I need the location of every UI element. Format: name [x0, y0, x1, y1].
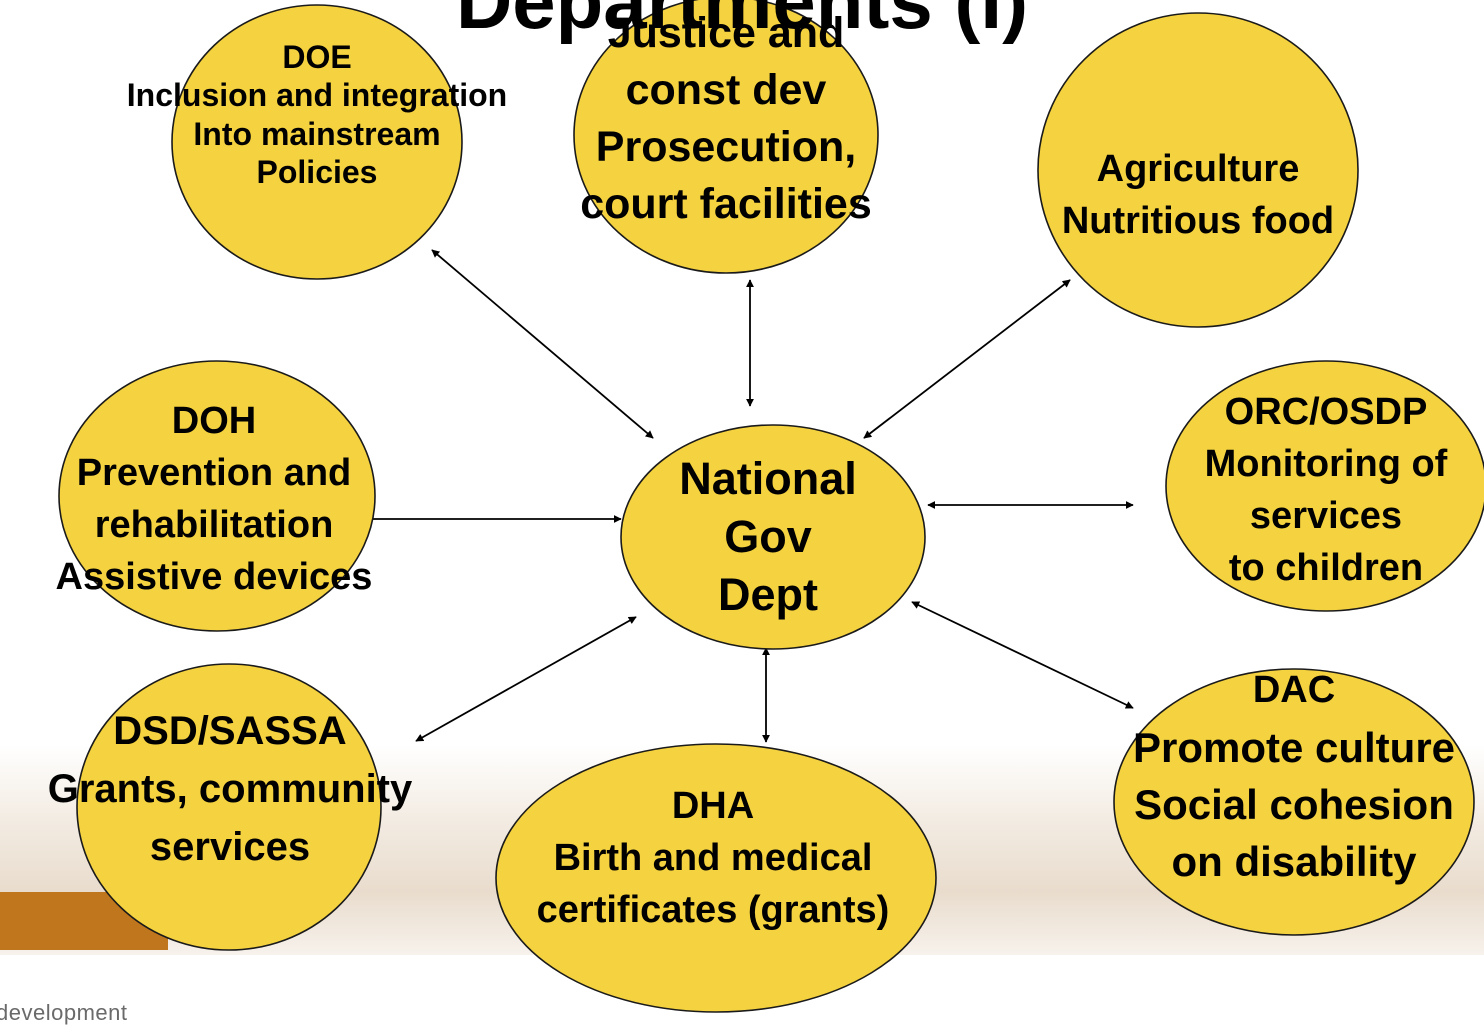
label-dac-line-3: Social cohesion	[1134, 781, 1454, 828]
label-agriculture-line-1: Agriculture	[1096, 148, 1300, 190]
connector-dsd	[415, 616, 637, 742]
label-doh-line-4: Assistive devices	[55, 556, 373, 598]
label-center: National Gov Dept	[568, 450, 968, 624]
label-justice: Justice and const dev Prosecution, court…	[476, 5, 976, 233]
node-dac	[1113, 668, 1475, 936]
label-orc-line-1: ORC/OSDP	[1224, 391, 1428, 433]
label-doh: DOH Prevention and rehabilitation Assist…	[0, 395, 464, 603]
connector-doe	[431, 249, 654, 439]
slide-title: Departments (I)	[455, 0, 1029, 45]
label-dha-line-3: certificates (grants)	[536, 889, 890, 931]
label-doe-line-3: Into mainstream	[193, 115, 441, 152]
label-orc: ORC/OSDP Monitoring of services to child…	[1126, 386, 1484, 594]
label-justice-line-1: Justice and	[607, 9, 845, 57]
node-dha	[495, 743, 937, 1013]
node-justice	[573, 0, 879, 274]
label-orc-line-4: to children	[1228, 547, 1424, 589]
label-dac-line-1: DAC	[1252, 669, 1336, 711]
label-dsd-line-2: Grants, community	[47, 767, 413, 811]
node-agriculture	[1037, 12, 1359, 328]
node-doe	[171, 4, 463, 280]
label-orc-line-3: services	[1249, 495, 1403, 537]
connector-agriculture	[863, 279, 1071, 439]
connector-dac	[911, 601, 1134, 709]
label-justice-line-4: court facilities	[580, 180, 872, 228]
label-dsd: DSD/SASSA Grants, community services	[0, 702, 460, 876]
label-doh-line-3: rehabilitation	[94, 504, 334, 546]
label-center-line-1: National	[679, 453, 857, 504]
node-center	[620, 424, 926, 650]
label-dsd-line-1: DSD/SASSA	[113, 709, 347, 753]
label-dac-line-4: on disability	[1171, 838, 1417, 885]
label-justice-line-2: const dev	[625, 66, 827, 114]
node-dsd	[76, 663, 382, 951]
label-dha-line-2: Birth and medical	[553, 837, 873, 879]
label-dsd-line-3: services	[149, 825, 311, 869]
label-center-line-2: Gov	[724, 511, 812, 562]
label-agriculture: Agriculture Nutritious food	[948, 143, 1448, 247]
label-agriculture-line-2: Nutritious food	[1061, 200, 1335, 242]
node-doh	[58, 360, 376, 632]
label-doe-line-1: DOE	[282, 39, 352, 75]
label-dha: DHA Birth and medical certificates (gran…	[468, 780, 958, 936]
label-justice-line-3: Prosecution,	[595, 123, 857, 171]
label-doh-line-1: DOH	[171, 400, 257, 442]
label-doe-line-4: Policies	[256, 154, 378, 191]
label-dha-line-1: DHA	[671, 785, 755, 827]
label-doh-line-2: Prevention and	[76, 452, 352, 494]
label-center-line-3: Dept	[718, 569, 818, 620]
label-doe-line-2: Inclusion and integration	[126, 77, 508, 114]
label-dac: DAC Promote culture Social cohesion on d…	[1094, 662, 1484, 890]
label-orc-line-2: Monitoring of	[1204, 443, 1448, 485]
label-dac-line-2: Promote culture	[1132, 724, 1456, 771]
node-orc	[1165, 360, 1484, 612]
label-doe: DOE Inclusion and integration Into mains…	[67, 38, 567, 192]
